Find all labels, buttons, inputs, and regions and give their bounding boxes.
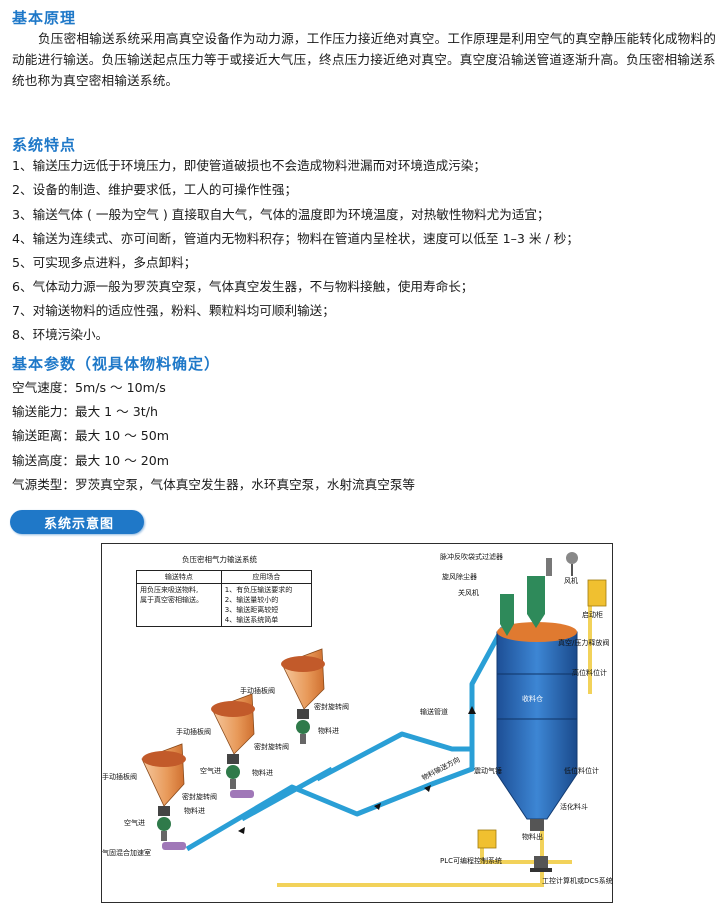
feature-item: 4、输送为连续式、亦可间断，管道内无物料积存；物料在管道内呈栓状，速度可以低至 … bbox=[12, 231, 579, 246]
diagram-section-title: 系统示意图 bbox=[44, 517, 115, 532]
label-computer: 工控计算机或DCS系统 bbox=[542, 877, 613, 885]
table-cell-line: 属于真空密相输送。 bbox=[140, 596, 203, 604]
label-air-in-1: 空气进 bbox=[124, 819, 145, 827]
label-gate-2: 手动插板阀 bbox=[176, 728, 211, 736]
diagram-section-tab: 系统示意图 bbox=[10, 510, 144, 534]
principle-paragraph: 负压密相输送系统采用高真空设备作为动力源，工作压力接近绝对真空。工作原理是利用空… bbox=[12, 31, 717, 88]
table-cell-line: 1、有负压输送要求的 bbox=[224, 586, 293, 594]
label-gate-1: 手动插板阀 bbox=[102, 773, 137, 781]
diagram-graphics bbox=[141, 552, 607, 887]
label-air-in-2: 空气进 bbox=[200, 767, 221, 775]
receiving-silo bbox=[496, 622, 578, 831]
table-cell-line: 4、输送系统简单 bbox=[224, 616, 279, 624]
label-rotary-1: 密封旋转阀 bbox=[182, 793, 217, 801]
fan-and-cabinet bbox=[566, 552, 607, 607]
feature-item: 7、对输送物料的适应性强，粉料、颗粒料均可顺利输送； bbox=[12, 303, 335, 318]
label-high-level: 高位料位计 bbox=[572, 669, 607, 677]
label-low-level: 低位料位计 bbox=[564, 767, 599, 775]
label-plc: PLC可编程控制系统 bbox=[440, 857, 503, 865]
label-cyclone: 旋风除尘器 bbox=[442, 573, 477, 581]
feed-station-2 bbox=[211, 693, 255, 789]
label-silo: 收料仓 bbox=[522, 695, 543, 703]
feature-item: 1、输送压力远低于环境压力，即使管道破损也不会造成物料泄漏而对环境造成污染； bbox=[12, 158, 486, 173]
characteristics-table: 输送特点 应用场合 用负压来吸送物料, 属于真空密相输送。 1、有负压输送要求的… bbox=[136, 570, 313, 627]
parameter-item: 气源类型：罗茨真空泵，气体真空发生器，水环真空泵，水射流真空泵等 bbox=[12, 477, 415, 492]
label-vibrator: 震动气锤 bbox=[474, 767, 502, 775]
table-header: 输送特点 bbox=[136, 570, 222, 584]
feature-item: 2、设备的制造、维护要求低，工人的可操作性强； bbox=[12, 182, 298, 197]
table-cell-line: 3、输送距离较短 bbox=[224, 606, 279, 614]
label-material-in-2: 物料进 bbox=[252, 769, 273, 777]
feature-item: 5、可实现多点进料，多点卸料； bbox=[12, 255, 197, 270]
heading-parameters: 基本参数（视具体物料确定） bbox=[12, 355, 221, 373]
label-fan: 风机 bbox=[564, 577, 578, 585]
heading-features: 系统特点 bbox=[12, 136, 77, 154]
label-pipe: 输送管道 bbox=[420, 708, 448, 716]
table-cell: 1、有负压输送要求的 2、输送量较小的 3、输送距离较短 4、输送系统简单 bbox=[220, 583, 313, 627]
label-material-out: 物料出 bbox=[522, 833, 543, 841]
label-material-in-3: 物料进 bbox=[318, 727, 339, 735]
label-fan-valve: 关风机 bbox=[458, 589, 479, 597]
table-cell: 用负压来吸送物料, 属于真空密相输送。 bbox=[136, 583, 222, 627]
feed-station-3 bbox=[281, 648, 325, 744]
system-diagram: 负压密相气力输送系统 输送特点 应用场合 用负压来吸送物料, 属于真空密相输送。… bbox=[101, 543, 613, 903]
label-material-in-1: 物料进 bbox=[184, 807, 205, 815]
label-rotary-2: 密封旋转阀 bbox=[254, 743, 289, 751]
parameter-item: 输送高度：最大 10 ～ 20m bbox=[12, 453, 170, 468]
heading-basic-principle: 基本原理 bbox=[12, 9, 77, 27]
feature-item: 3、输送气体 ( 一般为空气 ) 直接取自大气，气体的温度即为环境温度，对热敏性… bbox=[12, 207, 550, 222]
label-vacuum-release: 真空/压力释放阀 bbox=[558, 639, 610, 647]
air-mixers bbox=[162, 790, 254, 850]
feature-item: 8、环境污染小。 bbox=[12, 327, 109, 342]
plc-and-computer bbox=[477, 829, 552, 872]
feature-item: 6、气体动力源一般为罗茨真空泵，气体真空发生器，不与物料接触，使用寿命长； bbox=[12, 279, 474, 294]
label-mixer: 气固混合加速室 bbox=[102, 849, 151, 857]
label-rotary-3: 密封旋转阀 bbox=[314, 703, 349, 711]
cyclone-filter bbox=[500, 558, 552, 636]
label-activator: 活化料斗 bbox=[560, 803, 588, 811]
label-gate-3: 手动插板阀 bbox=[240, 687, 275, 695]
parameter-item: 输送距离：最大 10 ～ 50m bbox=[12, 428, 170, 443]
label-cabinet: 启动柜 bbox=[582, 611, 603, 619]
feed-station-1 bbox=[141, 743, 186, 841]
table-cell-line: 用负压来吸送物料, bbox=[140, 586, 199, 594]
parameter-item: 输送能力：最大 1 ～ 3t/h bbox=[12, 404, 158, 419]
parameter-item: 空气速度：5m/s ～ 10m/s bbox=[12, 380, 166, 395]
diagram-title: 负压密相气力输送系统 bbox=[182, 555, 257, 564]
flow-arrows bbox=[238, 706, 476, 834]
table-header: 应用场合 bbox=[220, 570, 313, 584]
label-filter: 脉冲反吹袋式过滤器 bbox=[440, 553, 503, 561]
table-cell-line: 2、输送量较小的 bbox=[224, 596, 279, 604]
